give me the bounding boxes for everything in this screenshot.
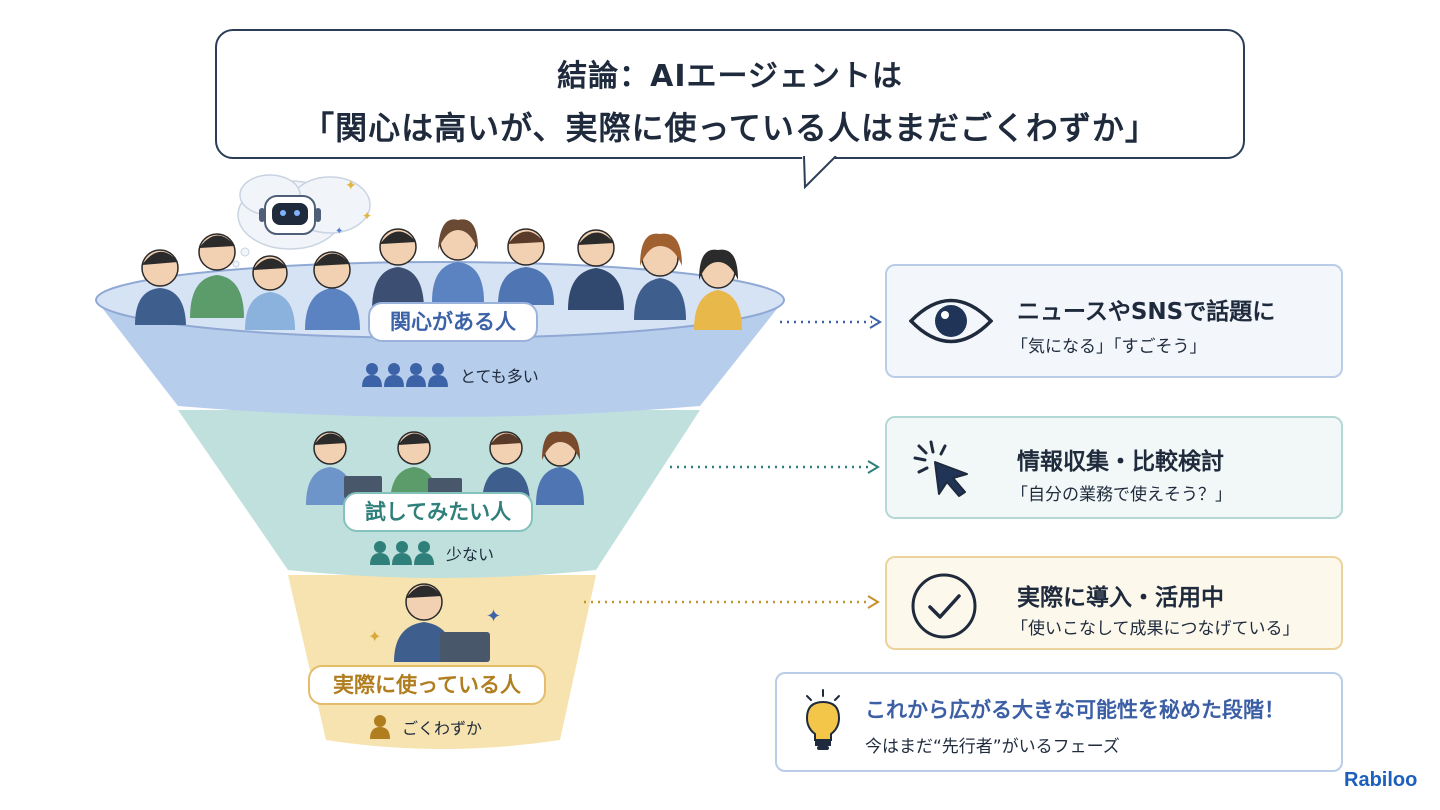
person-icon — [370, 715, 390, 739]
svg-text:✦: ✦ — [362, 209, 372, 223]
card-title: ニュースやSNSで話題に — [1017, 299, 1276, 325]
opportunity-note: これから広がる大きな可能性を秘めた段階！ 今はまだ“先行者”がいるフェーズ — [775, 672, 1343, 772]
connector-arrow-3 — [584, 595, 880, 609]
conclusion-title: 結論：AIエージェントは — [557, 59, 903, 94]
connector-arrow-1 — [780, 315, 882, 329]
svg-text:✦: ✦ — [335, 226, 343, 237]
stage-count-text: とても多い — [460, 367, 539, 386]
rabiloo-logo: Rabiloo — [1344, 769, 1418, 791]
stage-count-trying: 少ない — [370, 540, 494, 566]
card-adoption: 実際に導入・活用中 「使いこなして成果につなげている」 — [885, 556, 1343, 650]
svg-text:✦: ✦ — [345, 178, 357, 194]
stage-count-text: 少ない — [446, 545, 495, 564]
conclusion-speech-bubble: 結論：AIエージェントは 「関心は高いが、実際に使っている人はまだごくわずか」 — [215, 29, 1245, 159]
card-title: 情報収集・比較検討 — [1017, 449, 1224, 475]
connector-arrow-2 — [670, 460, 880, 474]
card-desc: 「使いこなして成果につなげている」 — [1011, 619, 1300, 639]
cursor-click-icon — [909, 436, 979, 502]
interested-people-group — [135, 219, 742, 330]
bubble-tail — [802, 156, 837, 190]
stage-label-trying: 試してみたい人 — [343, 492, 533, 532]
people-icons — [370, 541, 434, 565]
eye-icon — [909, 288, 993, 354]
card-desc: 「自分の業務で使えそう？」 — [1011, 485, 1232, 505]
svg-text:✦: ✦ — [486, 606, 501, 627]
note-subtitle: 今はまだ“先行者”がいるフェーズ — [865, 737, 1120, 757]
card-title: 実際に導入・活用中 — [1017, 585, 1224, 611]
check-circle-icon — [909, 571, 979, 641]
stage-label-interested: 関心がある人 — [368, 302, 538, 342]
stage-count-interested: とても多い — [362, 362, 539, 388]
stage-count-using: ごくわずか — [370, 714, 482, 740]
card-desc: 「気になる」「すごそう」 — [1011, 337, 1207, 357]
active-user-figure: ✦ ✦ — [368, 583, 501, 662]
robot-thought-cloud: ✦ ✦ ✦ — [232, 174, 372, 268]
note-title: これから広がる大きな可能性を秘めた段階！ — [865, 698, 1285, 722]
trying-people-group — [306, 431, 584, 505]
card-consideration: 情報収集・比較検討 「自分の業務で使えそう？」 — [885, 416, 1343, 519]
lightbulb-icon — [801, 688, 845, 754]
stage-count-text: ごくわずか — [402, 719, 483, 738]
card-awareness: ニュースやSNSで話題に 「気になる」「すごそう」 — [885, 264, 1343, 378]
stage-label-using: 実際に使っている人 — [308, 665, 546, 705]
robot-icon — [259, 195, 321, 235]
svg-text:✦: ✦ — [368, 627, 381, 646]
conclusion-subtitle: 「関心は高いが、実際に使っている人はまだごくわずか」 — [302, 109, 1158, 147]
people-icons — [362, 363, 448, 387]
